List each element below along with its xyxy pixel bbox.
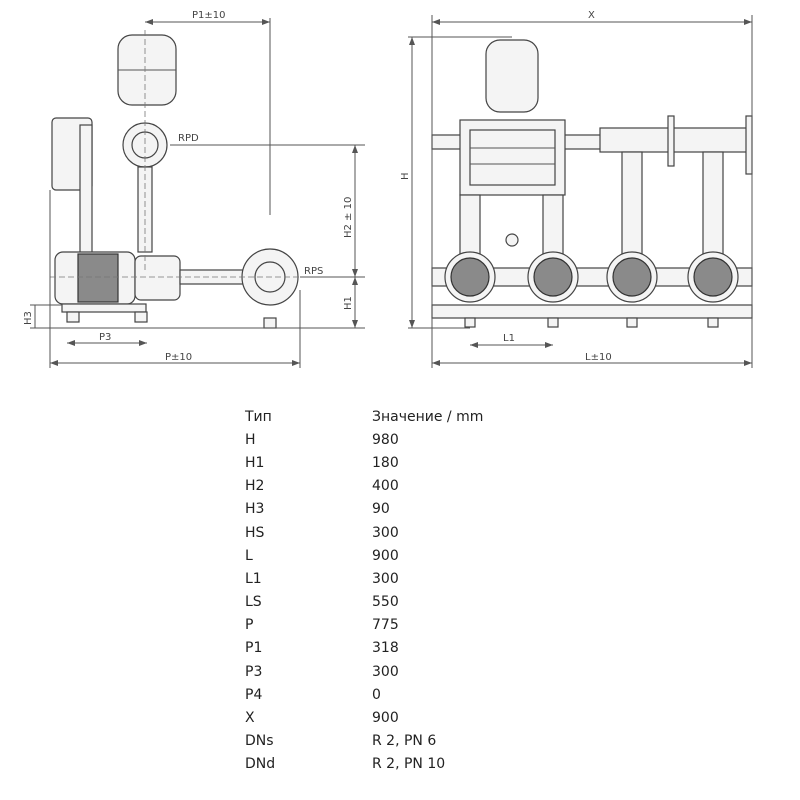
technical-drawing: P1±10 RPD RPS H2 ± 10 H1 H3 P3 P±10 [23, 10, 753, 368]
row-type: H2 [245, 478, 265, 495]
table-row: H2 400 [245, 475, 483, 498]
table-row: LS 550 [245, 591, 483, 614]
label-x: X [588, 10, 595, 21]
row-type: P1 [245, 640, 263, 657]
row-value: 775 [372, 617, 399, 634]
label-p1: P1±10 [192, 10, 226, 21]
table-row: DNs R 2, PN 6 [245, 730, 483, 753]
label-h1: H1 [343, 296, 354, 310]
pump-3 [606, 151, 658, 303]
table-row: P3 300 [245, 660, 483, 683]
table-row: X 900 [245, 706, 483, 729]
row-value: 0 [372, 686, 381, 703]
base-frame-front [431, 304, 753, 319]
label-p3: P3 [99, 332, 111, 343]
row-type: H3 [245, 501, 265, 518]
row-type: DNd [245, 756, 276, 773]
row-value: 400 [372, 478, 399, 495]
row-value: 180 [372, 454, 399, 471]
pump-4 [687, 151, 739, 303]
row-value: 90 [372, 501, 390, 518]
side-view: P1±10 RPD RPS H2 ± 10 H1 H3 P3 P±10 [23, 10, 365, 368]
discharge-manifold [599, 127, 751, 153]
row-value: 300 [372, 570, 399, 587]
pressure-gauge [505, 233, 519, 247]
pump-body [134, 255, 181, 301]
row-type: P [245, 617, 254, 634]
row-value: 980 [372, 431, 399, 448]
row-type: LS [245, 594, 262, 611]
label-h2: H2 ± 10 [343, 197, 354, 238]
pump-1 [444, 194, 496, 303]
label-rpd: RPD [178, 133, 199, 144]
table-row: P4 0 [245, 683, 483, 706]
table-row: HS 300 [245, 521, 483, 544]
row-type: X [245, 710, 255, 727]
header-type: Тип [245, 408, 272, 425]
row-type: DNs [245, 733, 274, 750]
row-value: R 2, PN 10 [372, 756, 446, 773]
label-rps: RPS [304, 266, 323, 277]
row-value: 300 [372, 524, 399, 541]
row-value: 900 [372, 710, 399, 727]
table-header: Тип Значение / mm [245, 405, 483, 428]
table-row: H 980 [245, 428, 483, 451]
table-row: P1 318 [245, 637, 483, 660]
row-type: H [245, 431, 256, 448]
row-type: L1 [245, 570, 262, 587]
base-frame [61, 303, 147, 313]
pressure-tank-front [485, 39, 539, 113]
row-value: R 2, PN 6 [372, 733, 437, 750]
header-value: Значение / mm [372, 408, 484, 425]
pump-2 [527, 194, 579, 303]
row-type: H1 [245, 454, 265, 471]
label-l1: L1 [503, 333, 515, 344]
row-value: 900 [372, 547, 399, 564]
label-l: L±10 [585, 352, 612, 363]
table-row: L1 300 [245, 567, 483, 590]
front-view: X H L1 L±10 [400, 10, 753, 368]
row-value: 318 [372, 640, 399, 657]
table-row: P 775 [245, 614, 483, 637]
table-row: L 900 [245, 544, 483, 567]
label-p: P±10 [165, 352, 192, 363]
table-row: H3 90 [245, 498, 483, 521]
row-value: 300 [372, 663, 399, 680]
row-type: P4 [245, 686, 263, 703]
table-row: DNd R 2, PN 10 [245, 753, 483, 776]
motor-fins [77, 253, 119, 303]
label-h: H [400, 172, 411, 180]
row-value: 550 [372, 594, 399, 611]
pumps [444, 151, 739, 303]
label-h3: H3 [23, 311, 34, 325]
row-type: P3 [245, 663, 263, 680]
row-type: L [245, 547, 253, 564]
row-type: HS [245, 524, 265, 541]
table-row: H1 180 [245, 451, 483, 474]
